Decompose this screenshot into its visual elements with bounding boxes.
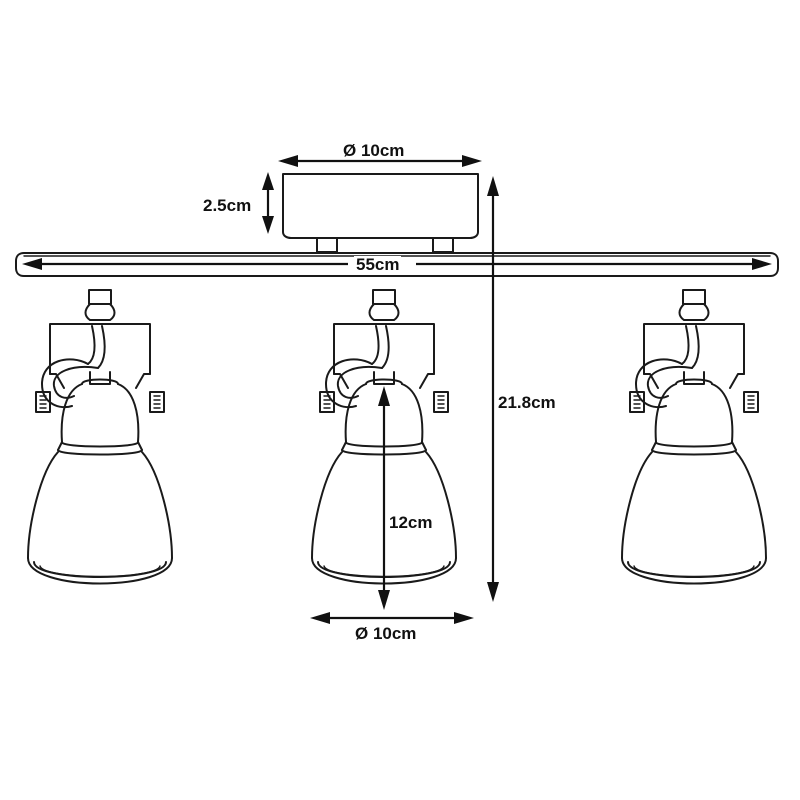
label-total-height: 21.8cm <box>498 393 556 412</box>
label-shade-diameter: Ø 10cm <box>355 624 417 643</box>
dimension-line-canopy-height <box>262 172 274 234</box>
ceiling-canopy <box>282 173 479 253</box>
label-canopy-diameter: Ø 10cm <box>343 141 405 160</box>
dimension-line-shade-height <box>378 386 390 610</box>
dimension-line-shade-diameter <box>310 612 474 624</box>
label-bar-length: 55cm <box>354 255 402 274</box>
dimension-line-total-height <box>487 176 499 602</box>
label-canopy-height: 2.5cm <box>203 196 252 215</box>
spotlight-right <box>621 289 767 585</box>
dimension-line-bar-length <box>22 258 772 270</box>
spotlight-left <box>27 289 173 585</box>
label-shade-height: 12cm <box>389 513 433 532</box>
dimension-line-canopy-diameter <box>278 155 482 167</box>
